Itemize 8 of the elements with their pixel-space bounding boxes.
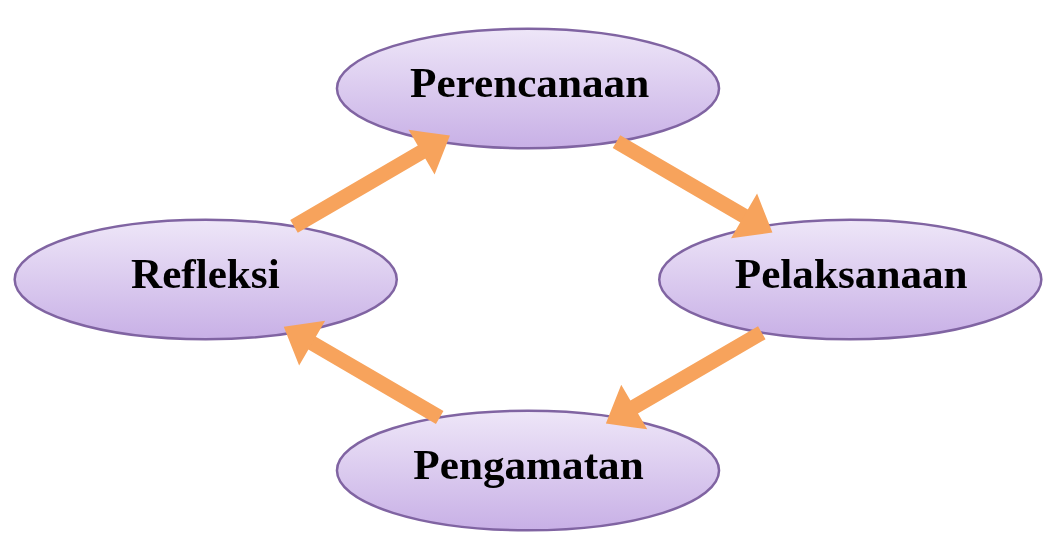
node-ellipse: Perencanaan: [335, 26, 721, 149]
arrow: [605, 325, 766, 429]
node-ellipse: Pengamatan: [335, 409, 721, 532]
arrow: [612, 134, 773, 238]
node-ellipse: Pelaksanaan: [658, 217, 1043, 341]
node-ellipse: Refleksi: [13, 217, 398, 341]
arrow: [290, 129, 450, 233]
arrow: [283, 320, 444, 424]
